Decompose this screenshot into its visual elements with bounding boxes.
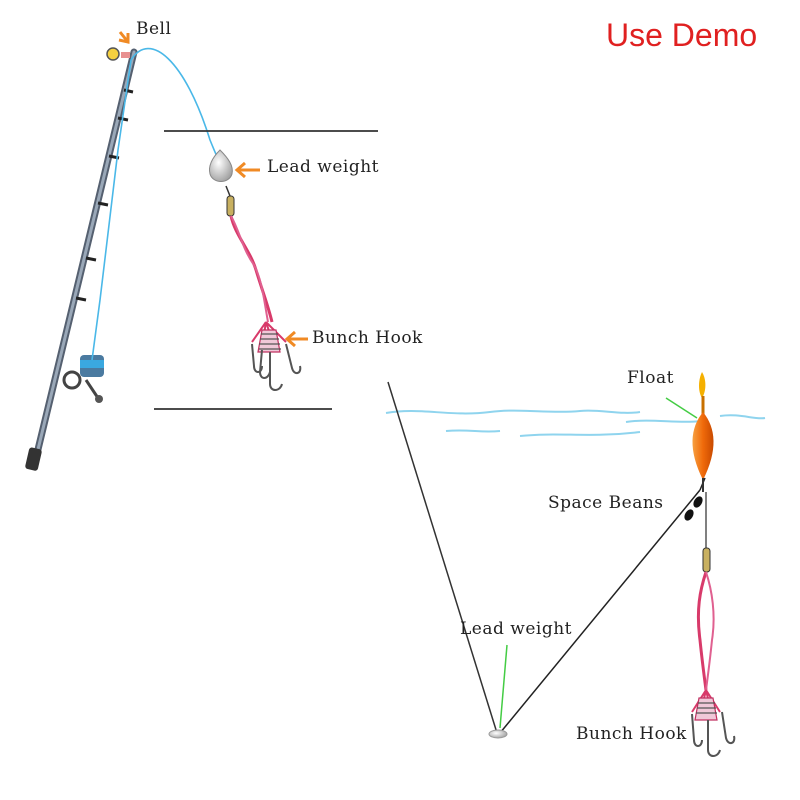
lead-weight-top-arrow	[234, 161, 260, 179]
bell-label: Bell	[136, 19, 172, 39]
bell-pointer-arrow	[118, 31, 130, 44]
bunch-hook-bottom-label: Bunch Hook	[576, 724, 687, 744]
fishing-rod	[25, 48, 138, 471]
lead-weight-bottom-icon	[488, 729, 508, 739]
spinning-reel	[62, 355, 104, 403]
space-beans-label: Space Beans	[548, 493, 664, 513]
float-pointer	[665, 397, 698, 419]
lead-weight-bottom-pointer	[499, 644, 508, 729]
bunch-hook-top-icon	[225, 185, 302, 391]
use-demo-title: Use Demo	[606, 17, 758, 53]
main-line-to-bottom	[387, 381, 498, 734]
bunch-hook-bottom-icon	[691, 492, 736, 757]
line-weight-to-beans	[499, 489, 701, 734]
bunch-hook-top-arrow	[284, 330, 308, 348]
bunch-hook-top-label: Bunch Hook	[312, 328, 423, 348]
fishing-line-top	[91, 47, 221, 361]
water-surface	[385, 409, 766, 437]
float-icon	[692, 372, 714, 492]
lead-weight-top-icon	[209, 149, 233, 182]
space-beans-icon	[684, 496, 703, 521]
lead-weight-bottom-label: Lead weight	[460, 619, 572, 639]
float-label: Float	[627, 368, 674, 388]
bell-icon	[106, 47, 130, 61]
lead-weight-top-label: Lead weight	[267, 157, 379, 177]
